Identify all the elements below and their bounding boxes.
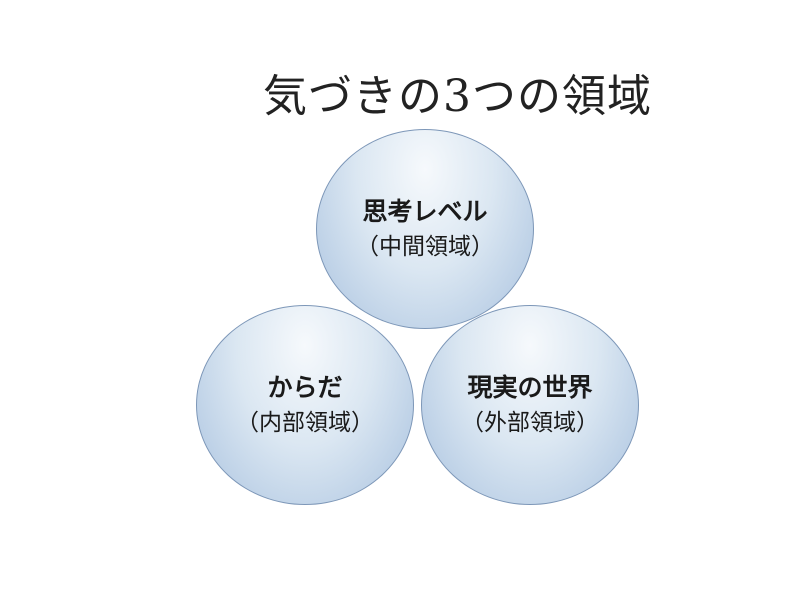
circle-main-label: 現実の世界	[467, 373, 593, 402]
circle-body: からだ （内部領域）	[196, 305, 414, 505]
circle-main-label: からだ	[267, 373, 343, 402]
circle-thinking-level: 思考レベル （中間領域）	[316, 129, 534, 329]
slide-title: 気づきの3つの領域	[263, 71, 652, 122]
circle-sub-label: （中間領域）	[356, 234, 494, 260]
circle-main-label: 思考レベル	[362, 197, 488, 226]
circle-real-world: 現実の世界 （外部領域）	[421, 305, 639, 505]
circle-sub-label: （外部領域）	[461, 410, 599, 436]
circle-sub-label: （内部領域）	[236, 410, 374, 436]
